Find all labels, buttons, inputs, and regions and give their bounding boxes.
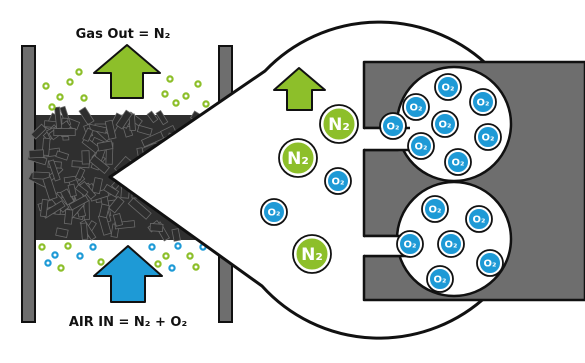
n2-molecule-label: N₂ <box>301 245 323 265</box>
carbon-granule <box>140 131 165 148</box>
o2-molecule: O₂ <box>469 88 497 116</box>
o2-molecule-label: O₂ <box>434 275 447 286</box>
o2-molecule-label: O₂ <box>332 177 345 188</box>
carbon-granule <box>127 197 152 220</box>
carbon-granule <box>67 183 77 198</box>
o2-molecule: O₂ <box>324 167 352 195</box>
o2-molecule-label: O₂ <box>410 103 423 114</box>
carbon-granule <box>48 159 61 182</box>
carbon-granule <box>108 195 125 214</box>
carbon-granule <box>41 137 51 156</box>
o2-molecule-label: O₂ <box>268 208 281 219</box>
carbon-granule <box>146 110 159 124</box>
o2-molecule: O₂ <box>431 110 459 138</box>
o2-molecule-label: O₂ <box>442 83 455 94</box>
o2-molecule-label: O₂ <box>452 158 465 169</box>
carbon-granule <box>74 167 86 181</box>
o2-molecule: O₂ <box>444 148 472 176</box>
o2-molecule-label: O₂ <box>445 240 458 251</box>
o2-molecule: O₂ <box>465 205 493 233</box>
o2-molecule: O₂ <box>437 230 465 258</box>
carbon-granule <box>81 150 90 165</box>
o2-molecule: O₂ <box>379 112 407 140</box>
o2-molecule: O₂ <box>434 73 462 101</box>
o2-molecule: O₂ <box>407 132 435 160</box>
carbon-granule <box>39 198 49 218</box>
n2-molecule: N₂ <box>319 104 359 144</box>
carbon-granule <box>98 203 110 219</box>
o2-molecule-label: O₂ <box>387 122 400 133</box>
n2-molecule-label: N₂ <box>287 149 309 169</box>
carbon-granule <box>115 109 133 130</box>
carbon-granule <box>82 127 94 142</box>
carbon-granule <box>104 119 117 140</box>
carbon-granule <box>155 109 169 126</box>
o2-molecule: O₂ <box>421 195 449 223</box>
o2-molecule: O₂ <box>396 230 424 258</box>
arrow-up-green-icon <box>93 44 161 99</box>
carbon-granule <box>80 222 89 241</box>
o2-molecule: O₂ <box>426 265 454 293</box>
n2-molecule: N₂ <box>292 234 332 274</box>
o2-molecule-label: O₂ <box>473 215 486 226</box>
carbon-granule <box>54 106 63 130</box>
carbon-granule <box>32 171 50 180</box>
carbon-granule <box>96 140 114 152</box>
n2-molecule-label: N₂ <box>328 115 350 135</box>
carbon-granule <box>55 150 70 161</box>
gas-out-label: Gas Out = N₂ <box>76 27 171 42</box>
o2-molecule: O₂ <box>474 123 502 151</box>
carbon-granule <box>68 194 90 211</box>
zoom-arrow-up-green-icon <box>273 67 326 111</box>
o2-molecule: O₂ <box>402 93 430 121</box>
o2-molecule: O₂ <box>476 249 504 277</box>
carbon-granule <box>112 213 124 227</box>
o2-molecule-label: O₂ <box>439 120 452 131</box>
carbon-granule <box>63 208 74 225</box>
air-in-label: AIR IN = N₂ + O₂ <box>69 315 187 330</box>
column-left-wall <box>21 45 36 323</box>
n2-molecule: N₂ <box>278 138 318 178</box>
carbon-granule <box>55 227 69 238</box>
carbon-granule <box>91 177 103 195</box>
o2-molecule: O₂ <box>260 198 288 226</box>
carbon-granule <box>103 183 120 198</box>
carbon-granule <box>42 176 58 201</box>
carbon-granule <box>28 149 45 159</box>
carbon-granule <box>171 228 181 242</box>
o2-molecule-label: O₂ <box>429 205 442 216</box>
carbon-granule <box>136 124 153 136</box>
carbon-granule <box>78 106 95 126</box>
carbon-granule <box>30 123 47 140</box>
o2-molecule-label: O₂ <box>482 133 495 144</box>
arrow-up-blue-icon <box>93 245 163 303</box>
carbon-granule <box>53 128 76 136</box>
carbon-granule <box>74 184 89 197</box>
o2-molecule-label: O₂ <box>404 240 417 251</box>
o2-molecule-label: O₂ <box>484 259 497 270</box>
carbon-granule <box>89 154 110 175</box>
carbon-granule <box>149 223 164 233</box>
nitrogen-dots-top <box>42 68 210 111</box>
o2-molecule-label: O₂ <box>415 142 428 153</box>
air-dots-bottom <box>38 242 207 272</box>
o2-molecule-label: O₂ <box>477 98 490 109</box>
